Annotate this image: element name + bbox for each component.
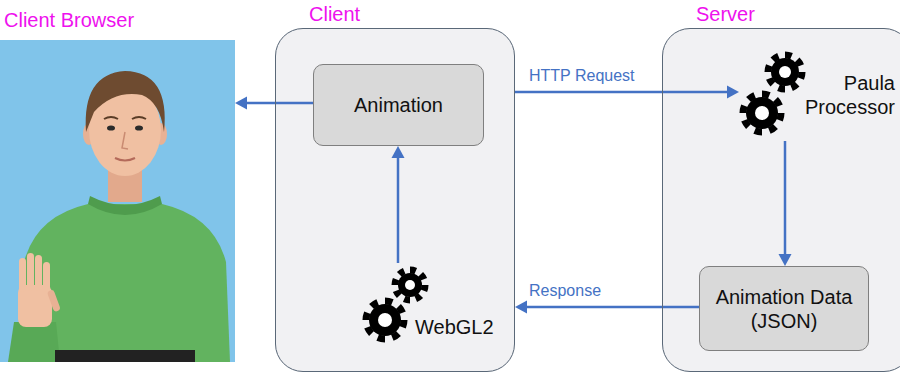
engine-label: Paula Processor <box>739 49 899 141</box>
flow-arrow <box>392 146 405 263</box>
server-panel: ServerPaula ProcessorAnimation Data (JSO… <box>662 28 900 372</box>
flow-arrow <box>779 141 792 266</box>
browser-view: Client Browser <box>0 4 235 362</box>
panel-heading: Client <box>309 2 360 26</box>
engine-name: Paula Processor <box>795 71 895 119</box>
gear-icon <box>743 55 802 132</box>
data-box: Animation Data (JSON) <box>699 266 869 351</box>
engine-name: WebGL2 <box>415 315 494 339</box>
edge-label: HTTP Request <box>529 67 635 84</box>
panel-heading: Server <box>696 2 755 26</box>
edge-label-box: HTTP Request <box>529 66 635 85</box>
client-panel-fill <box>275 28 515 372</box>
box-label: Animation <box>354 93 443 117</box>
process-box: Animation <box>313 64 484 146</box>
edge-label: Response <box>529 282 601 299</box>
server-panel-fill <box>662 28 900 372</box>
flow-arrow <box>515 301 699 314</box>
engine-label: WebGL2 <box>359 263 503 349</box>
flow-arrow <box>515 86 739 99</box>
edge-label-box: Response <box>529 281 601 300</box>
flow-arrow <box>235 97 313 110</box>
panel-heading: Client Browser <box>4 8 134 32</box>
client-panel: ClientAnimationWebGL2 <box>275 28 515 372</box>
avatar-illustration <box>0 40 235 362</box>
box-label: Animation Data (JSON) <box>708 285 860 333</box>
